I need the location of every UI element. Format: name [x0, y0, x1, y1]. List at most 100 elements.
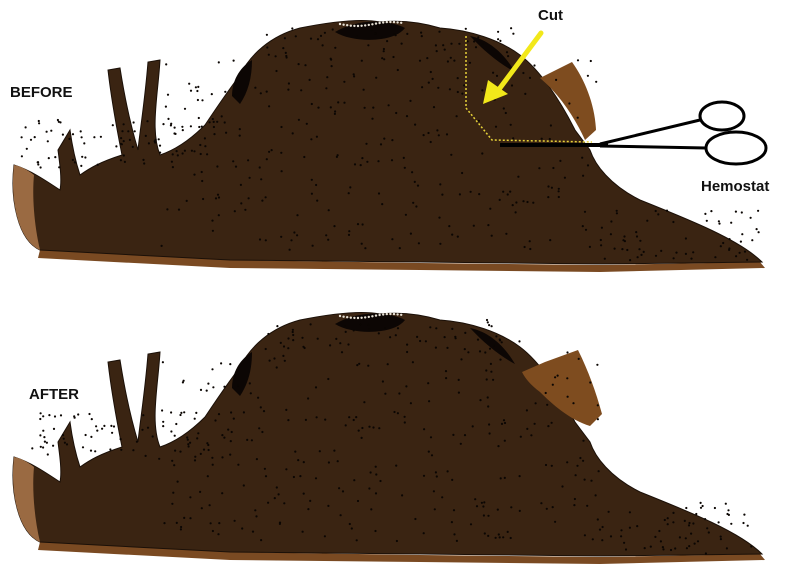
speckle-dot [423, 532, 425, 534]
speckle-dot [546, 404, 548, 406]
speckle-dot [307, 397, 309, 399]
speckle-dot [524, 93, 526, 95]
speckle-dot [171, 503, 173, 505]
speckle-dot [42, 446, 44, 448]
speckle-dot [174, 450, 176, 452]
speckle-dot [196, 437, 198, 439]
speckle-dot [246, 439, 248, 441]
speckle-dot [337, 154, 339, 156]
speckle-dot [359, 323, 361, 325]
speckle-dot-light [353, 25, 355, 27]
speckle-dot [416, 336, 418, 338]
speckle-dot [37, 163, 39, 165]
speckle-dot [395, 112, 397, 114]
speckle-dot [342, 490, 344, 492]
speckle-dot [258, 427, 260, 429]
speckle-dot [410, 233, 412, 235]
speckle-dot [112, 124, 114, 126]
speckle-dot [183, 380, 185, 382]
speckle-dot [285, 409, 287, 411]
speckle-dot [44, 441, 46, 443]
speckle-dot [299, 475, 301, 477]
speckle-dot [194, 456, 196, 458]
speckle-dot [497, 445, 499, 447]
speckle-dot [223, 437, 225, 439]
speckle-dot [42, 430, 44, 432]
speckle-dot [354, 163, 356, 165]
speckle-dot [706, 220, 708, 222]
speckle-dot [361, 60, 363, 62]
speckle-dot [267, 502, 269, 504]
speckle-dot [638, 248, 640, 250]
speckle-dot [470, 523, 472, 525]
speckle-dot [239, 128, 241, 130]
speckle-dot [576, 465, 578, 467]
speckle-dot [741, 233, 743, 235]
speckle-dot [445, 370, 447, 372]
speckle-dot [510, 124, 512, 126]
speckle-dot [233, 94, 235, 96]
speckle-dot [406, 115, 408, 117]
speckle-dot [684, 520, 686, 522]
speckle-dot [90, 450, 92, 452]
speckle-dot [261, 431, 263, 433]
speckle-dot [234, 520, 236, 522]
speckle-dot [259, 166, 261, 168]
speckle-dot [120, 137, 122, 139]
speckle-dot [566, 351, 568, 353]
speckle-dot [284, 37, 286, 39]
speckle-dot [316, 136, 318, 138]
speckle-dot [512, 204, 514, 206]
speckle-dot [152, 435, 154, 437]
speckle-dot [282, 355, 284, 357]
speckle-dot [405, 214, 407, 216]
speckle-dot [467, 40, 469, 42]
speckle-dot [704, 518, 706, 520]
speckle-dot [120, 159, 122, 161]
speckle-dot [229, 454, 231, 456]
speckle-dot [629, 511, 631, 513]
speckle-dot [598, 470, 600, 472]
speckle-dot [142, 159, 144, 161]
speckle-dot [551, 422, 553, 424]
speckle-dot [189, 517, 191, 519]
speckle-dot [292, 339, 294, 341]
speckle-dot [423, 475, 425, 477]
speckle-dot [201, 99, 203, 101]
speckle-dot [335, 338, 337, 340]
speckle-dot [436, 475, 438, 477]
speckle-dot [193, 174, 195, 176]
speckle-dot [383, 50, 385, 52]
speckle-dot [720, 245, 722, 247]
speckle-dot [212, 118, 214, 120]
speckle-dot [62, 434, 64, 436]
speckle-dot-light [389, 313, 391, 315]
speckle-dot [280, 126, 282, 128]
speckle-dot [505, 112, 507, 114]
speckle-dot [685, 537, 687, 539]
speckle-dot [464, 332, 466, 334]
speckle-dot [175, 423, 177, 425]
speckle-dot [206, 390, 208, 392]
speckle-dot [549, 138, 551, 140]
speckle-dot [423, 134, 425, 136]
speckle-dot [199, 144, 201, 146]
speckle-dot [486, 378, 488, 380]
speckle-dot [477, 36, 479, 38]
speckle-dot [50, 130, 52, 132]
speckle-dot [485, 369, 487, 371]
speckle-dot [136, 441, 138, 443]
speckle-dot [727, 509, 729, 511]
speckle-dot [735, 211, 737, 213]
speckle-dot [283, 502, 285, 504]
speckle-dot-light [342, 316, 344, 318]
speckle-dot [54, 415, 56, 417]
speckle-dot [263, 410, 265, 412]
speckle-dot [487, 321, 489, 323]
speckle-dot [358, 430, 360, 432]
speckle-dot [464, 348, 466, 350]
speckle-dot [348, 192, 350, 194]
speckle-dot [479, 399, 481, 401]
speckle-dot [203, 449, 205, 451]
speckle-dot [80, 130, 82, 132]
